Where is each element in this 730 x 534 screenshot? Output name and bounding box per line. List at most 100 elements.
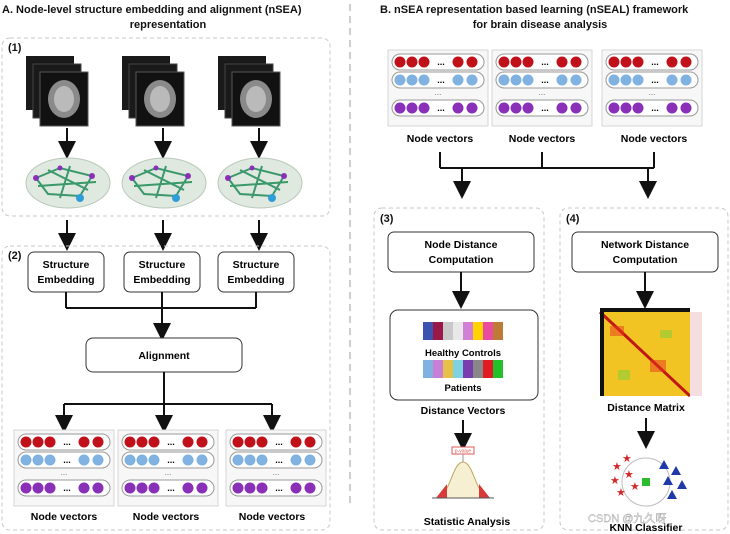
network-distance-box xyxy=(571,231,719,273)
vector-ellipsis: ... xyxy=(437,103,445,113)
structure-embedding-3-line1: Structure xyxy=(233,259,280,271)
node-vector-card: ............ xyxy=(117,429,219,507)
svg-text:★: ★ xyxy=(622,453,632,465)
step3-box xyxy=(373,207,545,531)
distance-cell xyxy=(483,360,493,378)
structure-embedding-box-3: Structure Embedding xyxy=(217,251,295,293)
brain-network-3 xyxy=(217,157,303,209)
vector-ellipsis: ... xyxy=(541,57,549,67)
structure-embedding-1-line2: Embedding xyxy=(37,274,94,286)
vector-ellipsis: ... xyxy=(541,103,549,113)
p-value-label: p-value xyxy=(455,449,472,455)
distance-cell xyxy=(473,322,483,340)
node-distance-line2: Computation xyxy=(429,254,494,266)
distance-cell xyxy=(423,322,433,340)
node-vector-card: ............ xyxy=(387,49,489,127)
vector-rows-dots: ... xyxy=(435,88,442,97)
distance-cell xyxy=(453,322,463,340)
distance-cell xyxy=(463,322,473,340)
node-vector-card: ............ xyxy=(225,429,327,507)
step1-box xyxy=(1,37,331,217)
panel-b-title-line2: for brain disease analysis xyxy=(473,19,608,31)
mri-stack-3 xyxy=(218,56,281,127)
mri-stack-2 xyxy=(122,56,185,127)
vector-ellipsis: ... xyxy=(437,75,445,85)
vector-ellipsis: ... xyxy=(63,437,71,447)
distance-cell xyxy=(433,322,443,340)
distance-vectors-label: Distance Vectors xyxy=(421,405,506,417)
svg-text:★: ★ xyxy=(612,461,622,473)
vector-ellipsis: ... xyxy=(651,57,659,67)
node-vector-cards: ........................................… xyxy=(13,49,703,507)
svg-text:★: ★ xyxy=(624,469,634,481)
knn-classifier-label: KNN Classifier xyxy=(610,522,683,534)
step1-label: (1) xyxy=(8,42,22,54)
node-vector-card: ............ xyxy=(13,429,115,507)
step4-box xyxy=(559,207,729,531)
structure-embedding-1-line1: Structure xyxy=(43,259,90,271)
distance-matrix-label: Distance Matrix xyxy=(607,402,685,414)
node-vectors-label-b1: Node vectors xyxy=(407,133,474,145)
structure-embedding-3-line2: Embedding xyxy=(227,274,284,286)
distance-cell xyxy=(443,322,453,340)
node-distance-line1: Node Distance xyxy=(425,239,498,251)
node-vectors-label-b3: Node vectors xyxy=(621,133,688,145)
alignment-label: Alignment xyxy=(138,350,190,362)
brain-network-1 xyxy=(25,157,111,209)
distance-cell xyxy=(433,360,443,378)
node-vectors-label-a3: Node vectors xyxy=(239,511,306,523)
vector-rows-dots: ... xyxy=(273,468,280,477)
network-distance-line2: Computation xyxy=(613,254,678,266)
structure-embedding-2-line2: Embedding xyxy=(133,274,190,286)
node-vector-card: ............ xyxy=(491,49,593,127)
merge-connector-a xyxy=(65,292,257,309)
vector-rows-dots: ... xyxy=(539,88,546,97)
brain-network-2 xyxy=(121,157,207,209)
knn-scatter: ★★ ★★ ★★ xyxy=(610,453,687,507)
svg-text:★: ★ xyxy=(610,475,620,487)
distance-cell xyxy=(423,360,433,378)
distance-cell xyxy=(443,360,453,378)
node-vector-card: ............ xyxy=(601,49,703,127)
distance-cell xyxy=(483,322,493,340)
svg-text:★: ★ xyxy=(616,487,626,499)
vector-ellipsis: ... xyxy=(541,75,549,85)
node-vectors-label-a2: Node vectors xyxy=(133,511,200,523)
vector-ellipsis: ... xyxy=(63,483,71,493)
vector-ellipsis: ... xyxy=(651,75,659,85)
svg-text:★: ★ xyxy=(630,481,640,493)
healthy-controls-strip xyxy=(423,322,503,340)
distance-cell xyxy=(463,360,473,378)
vector-rows-dots: ... xyxy=(165,468,172,477)
healthy-controls-label: Healthy Controls xyxy=(425,348,501,359)
vector-ellipsis: ... xyxy=(651,103,659,113)
node-distance-box xyxy=(387,231,535,273)
vector-rows-dots: ... xyxy=(61,468,68,477)
patients-label: Patients xyxy=(445,383,482,394)
panel-a-title-line1: A. Node-level structure embedding and al… xyxy=(2,4,302,16)
vector-ellipsis: ... xyxy=(275,483,283,493)
vector-ellipsis: ... xyxy=(437,57,445,67)
watermark: CSDN @九久呀 xyxy=(588,512,666,525)
patients-strip xyxy=(423,360,503,378)
node-vectors-label-b2: Node vectors xyxy=(509,133,576,145)
vector-ellipsis: ... xyxy=(63,455,71,465)
network-distance-line1: Network Distance xyxy=(601,239,689,251)
vector-ellipsis: ... xyxy=(167,455,175,465)
vector-ellipsis: ... xyxy=(275,455,283,465)
statistic-plot: p-value xyxy=(432,446,494,499)
distance-cell xyxy=(493,322,503,340)
distance-cell xyxy=(493,360,503,378)
vector-ellipsis: ... xyxy=(275,437,283,447)
step2-label: (2) xyxy=(8,250,22,262)
vector-rows-dots: ... xyxy=(649,88,656,97)
step4-label: (4) xyxy=(566,213,580,225)
step2-box xyxy=(1,245,331,531)
step3-label: (3) xyxy=(380,213,394,225)
vector-ellipsis: ... xyxy=(167,437,175,447)
panel-a-title-line2: representation xyxy=(130,19,207,31)
structure-embedding-2-line1: Structure xyxy=(139,259,186,271)
vector-ellipsis: ... xyxy=(167,483,175,493)
structure-embedding-box-1: Structure Embedding xyxy=(27,251,105,293)
